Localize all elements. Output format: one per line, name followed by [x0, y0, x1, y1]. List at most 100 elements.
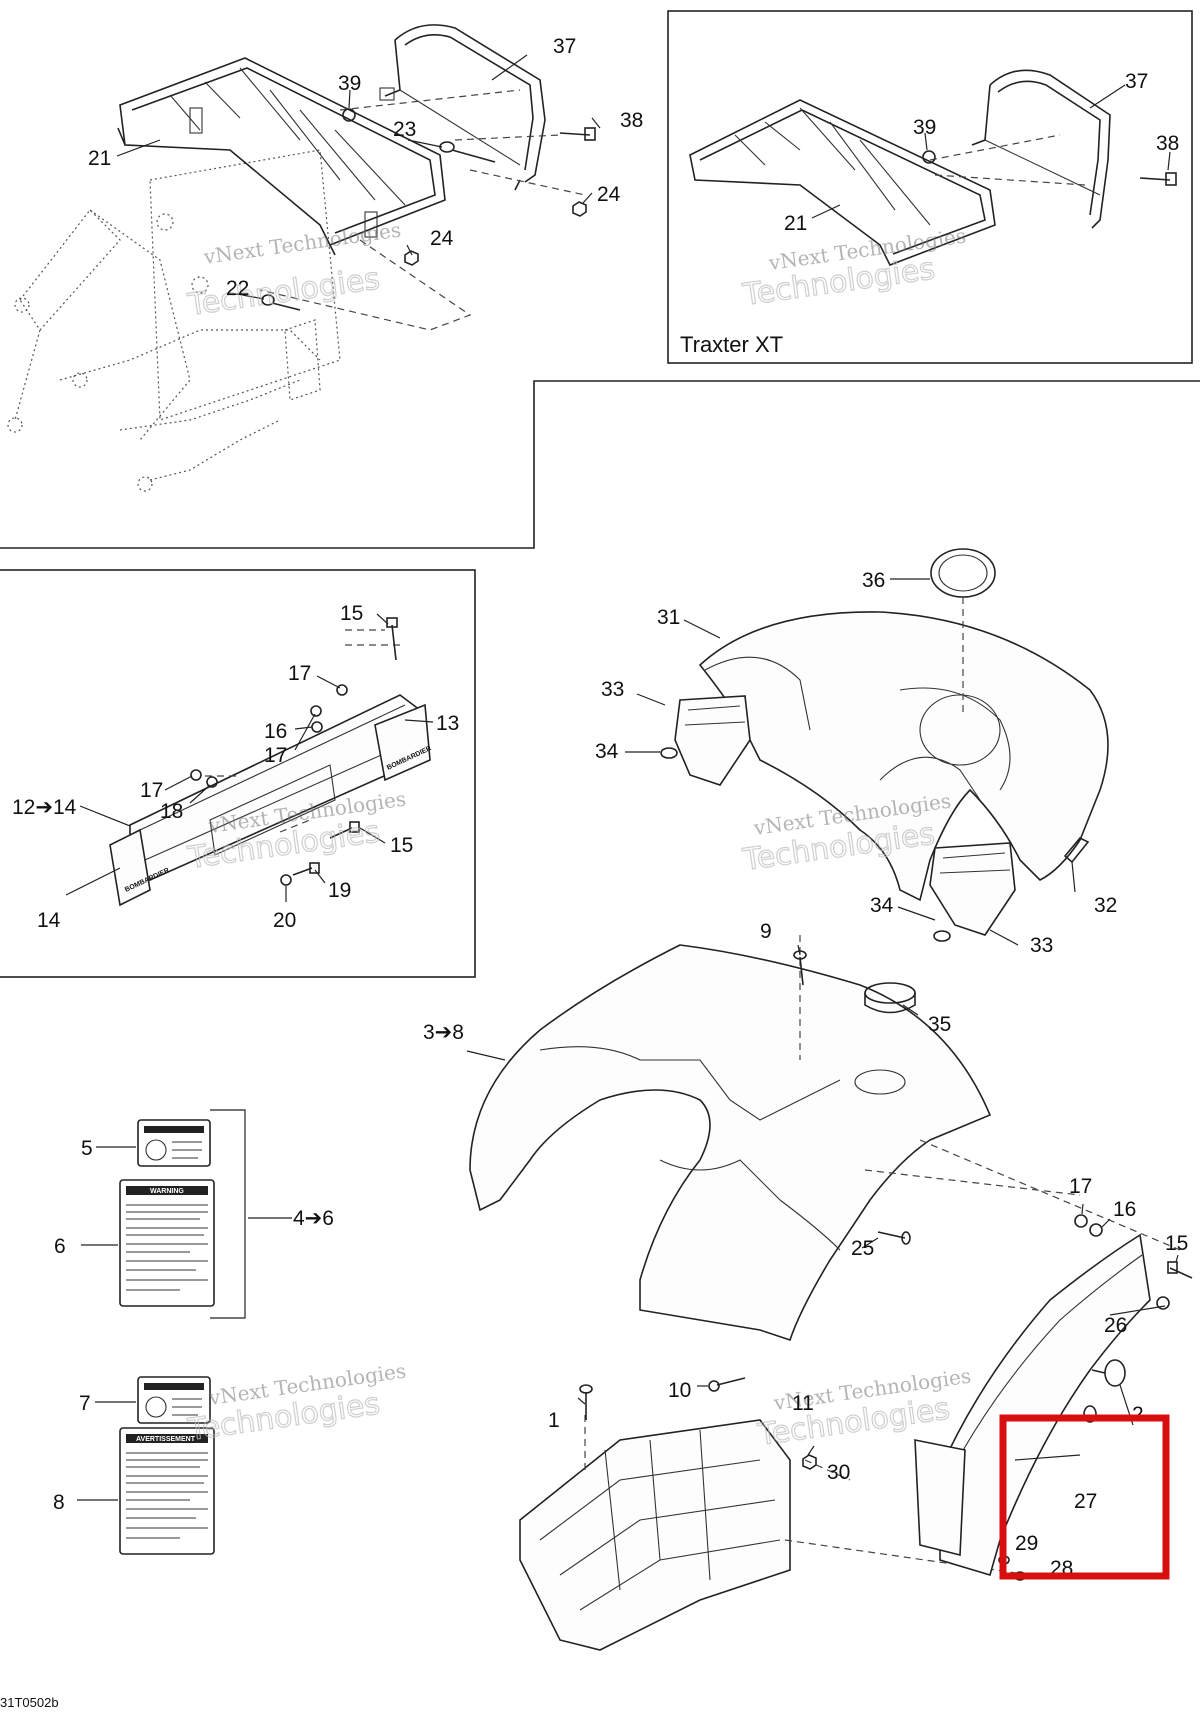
- vent-cover-33-lower: [929, 842, 1016, 936]
- callout-9: 9: [760, 920, 772, 943]
- callout-15: 15: [1165, 1232, 1188, 1255]
- rear-fender-31: [698, 611, 1109, 902]
- callout-17: 17: [140, 779, 163, 802]
- nut-24-lower: [404, 250, 419, 266]
- callout-37: 37: [553, 35, 576, 58]
- callout-27: 27: [1074, 1490, 1097, 1513]
- callout-16: 16: [264, 720, 287, 743]
- callout-10: 10: [668, 1379, 691, 1402]
- screw-15-top: [386, 617, 398, 661]
- callout-25: 25: [851, 1237, 874, 1260]
- drawing-code: 31T0502b: [0, 1695, 59, 1710]
- decal-8: AVERTISSEMENT: [119, 1427, 215, 1555]
- callout-13: 13: [436, 712, 459, 735]
- washer-16: [311, 721, 323, 733]
- decal-6-warning-text: WARNING: [150, 1188, 184, 1195]
- washer-18: [206, 776, 218, 788]
- leader-lines: [65, 54, 1179, 1501]
- vehicle-frame-phantom: [7, 149, 341, 492]
- callout-39: 39: [338, 72, 361, 95]
- clip-32: [1063, 837, 1090, 864]
- callout-17: 17: [264, 744, 287, 767]
- push-rivet-2b: [1083, 1405, 1097, 1423]
- rear-rack-21: [117, 57, 446, 256]
- rear-rack-assembly: [7, 24, 596, 492]
- callout-12-14: 12➔14: [12, 796, 77, 819]
- cap-35: [864, 982, 916, 1014]
- nut-30: [802, 1454, 817, 1470]
- washer-39: [342, 108, 356, 122]
- callout-21: 21: [784, 212, 807, 235]
- callout-6: 6: [54, 1235, 66, 1258]
- nut-24-upper: [572, 201, 587, 217]
- callout-17: 17: [288, 662, 311, 685]
- screw-9: [793, 950, 807, 986]
- decal-6: WARNING: [119, 1179, 215, 1307]
- watermark-text: Technologies: [185, 261, 382, 323]
- gas-cap-ring-36: [930, 548, 996, 715]
- inset-label: Traxter XT: [680, 332, 783, 357]
- screw-19: [292, 862, 320, 876]
- washer-20: [280, 874, 292, 886]
- callout-8: 8: [53, 1491, 65, 1514]
- highlight-box: [999, 1414, 1170, 1580]
- decal-5: [137, 1119, 211, 1167]
- screw-10: [708, 1377, 746, 1392]
- callout-24: 24: [430, 227, 454, 250]
- screw-15-right: [329, 821, 360, 839]
- callout-17: 17: [1069, 1175, 1092, 1198]
- traxter-xt-inset: [689, 69, 1177, 267]
- callout-21: 21: [88, 147, 111, 170]
- callout-20: 20: [273, 909, 296, 932]
- callout-29: 29: [1015, 1532, 1038, 1555]
- callout-39: 39: [913, 116, 936, 139]
- callout-7: 7: [79, 1392, 91, 1415]
- front-bumper-assembly: BOMBARDIER BOMBARDIER: [109, 617, 433, 907]
- rivet-25: [877, 1231, 911, 1245]
- callout-3-8: 3➔8: [423, 1021, 464, 1044]
- washer-17-a: [336, 684, 348, 696]
- decals-group: WARNING AVERTISSEMENT: [119, 1109, 246, 1555]
- callout-33: 33: [1030, 934, 1053, 957]
- screw-15-right-fender: [1167, 1261, 1193, 1279]
- callout-18: 18: [160, 800, 183, 823]
- callout-33: 33: [601, 678, 624, 701]
- callout-26: 26: [1104, 1314, 1127, 1337]
- washer-17-right: [1074, 1214, 1088, 1228]
- callout-36: 36: [862, 569, 885, 592]
- washer-34-lower: [933, 930, 951, 942]
- callout-14: 14: [37, 909, 61, 932]
- rear-fender-3: [469, 935, 1181, 1342]
- fender-flare-26: [914, 1233, 1151, 1576]
- vent-cover-33-upper: [674, 695, 751, 786]
- washer-17-c: [190, 769, 202, 781]
- washer-26: [1156, 1296, 1170, 1310]
- callout-38: 38: [1156, 132, 1179, 155]
- callout-23: 23: [393, 118, 416, 141]
- callout-37: 37: [1125, 70, 1148, 93]
- washer-39-xt: [922, 150, 936, 164]
- bumper-section-frame: [0, 569, 476, 978]
- callout-1: 1: [548, 1409, 560, 1432]
- push-rivet-2: [1091, 1359, 1126, 1387]
- traxter-xt-inset-frame: [667, 10, 1193, 364]
- bolt-38: [559, 127, 596, 141]
- callout-5: 5: [81, 1137, 93, 1160]
- washer-17-b: [310, 705, 322, 717]
- footrest-1: [519, 1415, 1031, 1651]
- callout-19: 19: [328, 879, 351, 902]
- rack-section-frame: [0, 380, 1200, 549]
- screw-1: [579, 1384, 593, 1420]
- callout-31: 31: [657, 606, 680, 629]
- callout-24: 24: [597, 183, 621, 206]
- callout-15: 15: [390, 834, 413, 857]
- callout-11: 11: [792, 1392, 814, 1415]
- bolt-38-xt: [1139, 172, 1177, 186]
- callout-16: 16: [1113, 1198, 1136, 1221]
- callout-30: 30: [827, 1461, 850, 1484]
- decal-8-warning-text: AVERTISSEMENT: [136, 1436, 196, 1443]
- washer-34-upper: [660, 747, 678, 759]
- callout-15: 15: [340, 602, 363, 625]
- callout-32: 32: [1094, 894, 1117, 917]
- bolt-22: [261, 294, 301, 311]
